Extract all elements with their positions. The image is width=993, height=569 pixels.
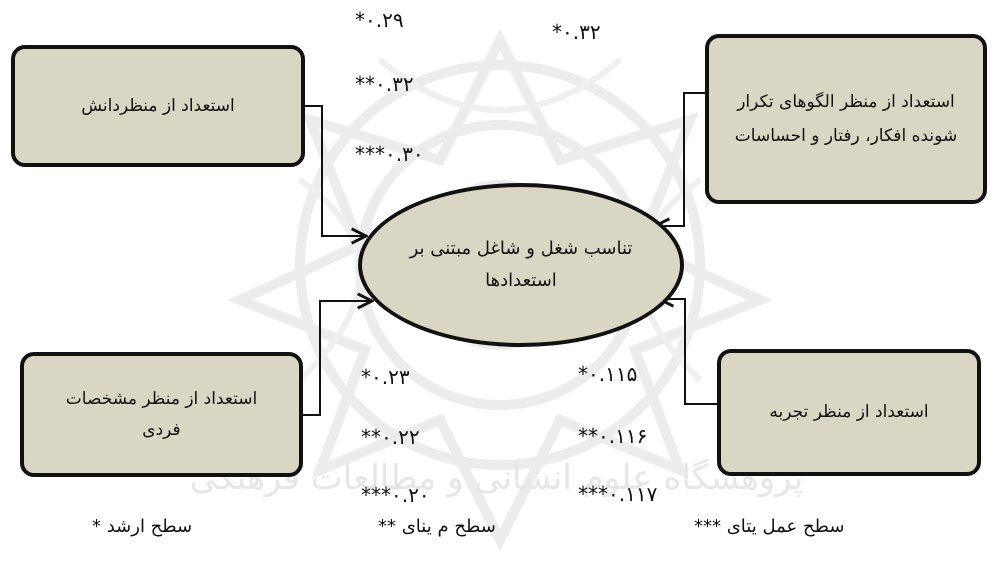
- arrow-patterns: [655, 92, 709, 226]
- coef-knowledge-3: ***۰.۳۰: [355, 142, 424, 166]
- coef-individual-1: *۰.۲۳: [361, 365, 410, 389]
- coef-experience-2: **۰.۱۱۶: [578, 424, 648, 448]
- node-central: تناسب شغل و شاغل مبتنی بر استعدادها: [358, 183, 684, 347]
- coef-knowledge-1: *۰.۲۹: [355, 8, 404, 32]
- node-knowledge: استعداد از منظردانش: [11, 45, 305, 167]
- coef-experience-3: ***۰.۱۱۷: [578, 482, 658, 506]
- node-knowledge-label: استعداد از منظردانش: [81, 95, 235, 116]
- legend-middle: سطح م ینای **: [378, 516, 496, 537]
- node-experience-label: استعداد از منظر تجربه: [769, 402, 929, 422]
- coef-experience-1: *۰.۱۱۵: [578, 362, 638, 386]
- arrow-experience: [659, 299, 717, 405]
- legend-operational: سطح عمل یتای ***: [694, 516, 845, 537]
- coef-patterns-1: *۰.۳۲: [552, 20, 601, 44]
- node-experience: استعداد از منظر تجربه: [717, 349, 981, 476]
- node-individual: استعداد از منظر مشخصات فردی: [20, 352, 303, 477]
- node-individual-label: استعداد از منظر مشخصات فردی: [65, 388, 258, 440]
- legend-senior: سطح ارشد *: [92, 516, 193, 537]
- arrow-knowledge: [305, 105, 366, 236]
- coef-knowledge-2: **۰.۳۲: [355, 72, 414, 96]
- coef-individual-3: ***۰.۲۰: [361, 483, 430, 507]
- node-central-label: تناسب شغل و شاغل مبتنی بر استعدادها: [409, 238, 633, 291]
- coef-individual-2: **۰.۲۲: [361, 425, 420, 449]
- node-patterns-label: استعداد از منظر الگوهای تکرار شونده افکا…: [734, 92, 958, 146]
- arrow-individual: [303, 301, 372, 416]
- node-patterns: استعداد از منظر الگوهای تکرار شونده افکا…: [705, 34, 987, 204]
